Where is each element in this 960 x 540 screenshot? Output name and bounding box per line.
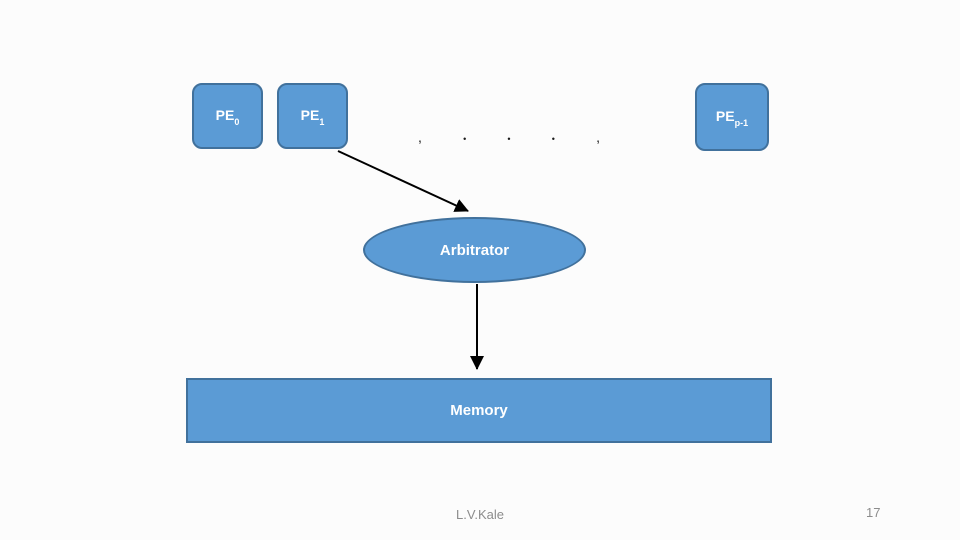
pep-1-box: PEp-1 bbox=[695, 83, 769, 151]
pe1-box: PE1 bbox=[277, 83, 348, 149]
ellipsis-dot: • bbox=[507, 134, 511, 144]
memory-box: Memory bbox=[186, 378, 772, 443]
arbitrator-ellipse: Arbitrator bbox=[363, 217, 586, 283]
pe0-box: PE0 bbox=[192, 83, 263, 149]
slide-page-number: 17 bbox=[866, 505, 881, 520]
arrow-pe1-to-arbitrator bbox=[337, 150, 469, 212]
ellipsis-dot: • bbox=[551, 134, 555, 144]
pep-1-label: PEp-1 bbox=[715, 107, 749, 129]
memory-label: Memory bbox=[450, 402, 508, 419]
ellipsis-comma: , bbox=[596, 129, 600, 145]
arbitrator-label: Arbitrator bbox=[439, 241, 510, 259]
ellipsis-comma: , bbox=[418, 129, 422, 145]
pe-ellipsis: , • • • , bbox=[418, 128, 600, 148]
pe1-label: PE1 bbox=[300, 106, 325, 128]
ellipsis-dot: • bbox=[463, 134, 467, 144]
slide-footer-author: L.V.Kale bbox=[456, 507, 504, 522]
pe0-label: PE0 bbox=[215, 106, 240, 128]
